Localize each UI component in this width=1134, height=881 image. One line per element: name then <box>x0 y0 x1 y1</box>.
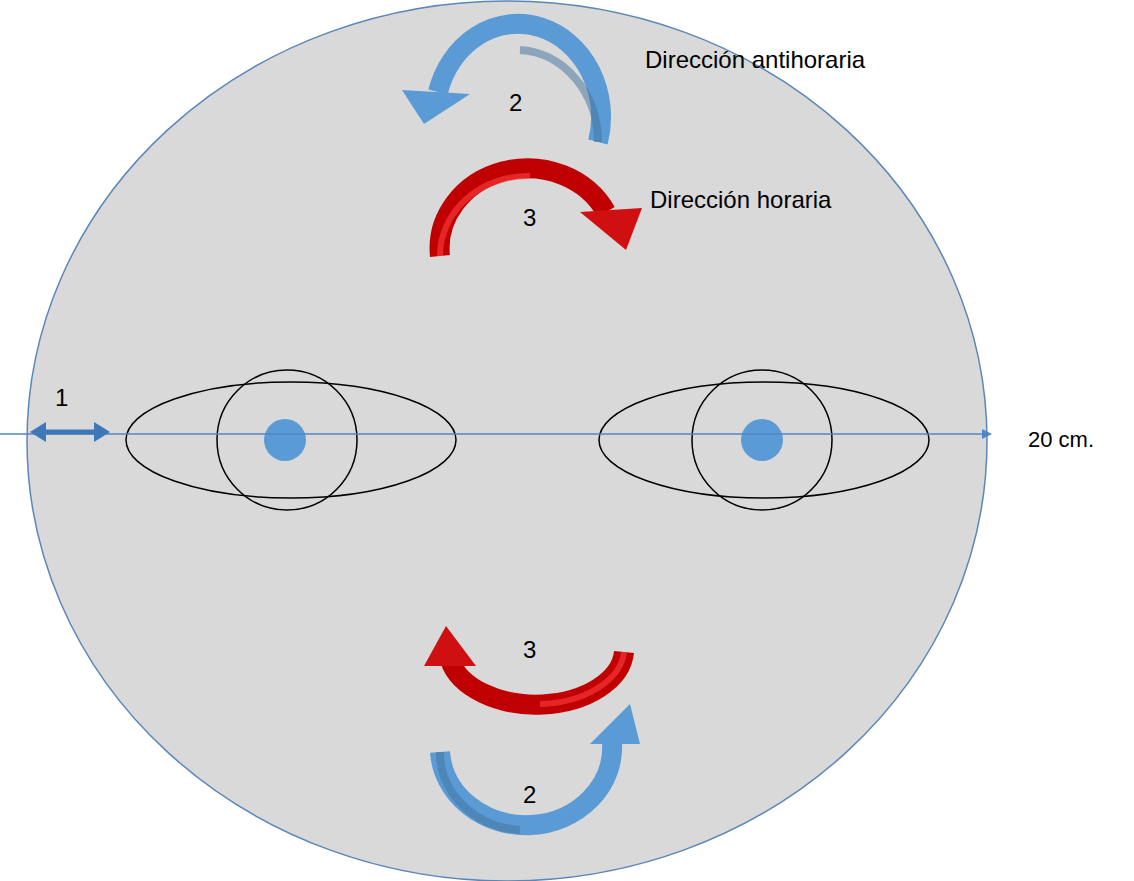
counterclockwise-arrow <box>440 704 640 830</box>
callout-number: 3 <box>523 636 536 665</box>
callout-number: 3 <box>523 204 536 233</box>
counterclockwise-arrow <box>402 24 601 142</box>
direction-label: Dirección antihoraria <box>645 46 865 75</box>
dimension-label: 20 cm. <box>1028 427 1094 453</box>
clockwise-arrow <box>424 626 624 705</box>
callout-number: 1 <box>55 384 68 413</box>
direction-label: Dirección horaria <box>650 186 831 215</box>
gaze-line <box>0 429 992 439</box>
clockwise-arrow <box>440 168 642 256</box>
callout-number: 2 <box>523 781 536 810</box>
callout-number: 2 <box>509 89 522 118</box>
double-arrow <box>30 422 110 442</box>
